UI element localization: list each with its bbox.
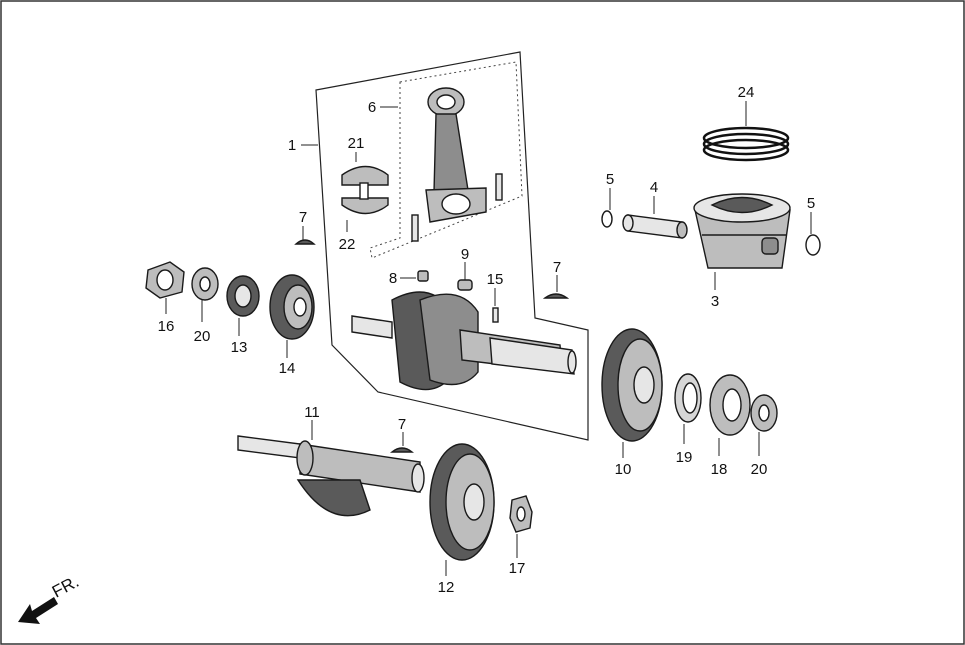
woodruff-key-1: [294, 239, 316, 245]
callout-19: 19: [676, 449, 693, 466]
callout-21: 21: [348, 135, 365, 152]
callout-22: 22: [339, 236, 356, 253]
washer-20-left: [191, 267, 219, 301]
callout-8: 8: [389, 270, 397, 287]
callout-18: 18: [711, 461, 728, 478]
gear-12: [429, 443, 495, 561]
gear-10: [601, 328, 663, 442]
callout-14: 14: [279, 360, 296, 377]
callout-24: 24: [738, 84, 755, 101]
conrod-bearing: [341, 165, 389, 215]
woodruff-key-3: [390, 447, 414, 453]
callout-20-left: 20: [194, 328, 211, 345]
callout-13: 13: [231, 339, 248, 356]
pin-15: [492, 307, 499, 323]
circlip-right: [805, 234, 821, 256]
front-arrow-icon: [18, 597, 58, 624]
gear-13: [226, 275, 260, 317]
callout-9: 9: [461, 246, 469, 263]
balancer-shaft: [237, 435, 425, 517]
piston: [693, 193, 791, 269]
callout-16: 16: [158, 318, 175, 335]
gear-14: [269, 274, 315, 340]
circlip-left: [601, 210, 613, 228]
callout-17: 17: [509, 560, 526, 577]
nut-17: [509, 495, 533, 533]
callout-6: 6: [368, 99, 376, 116]
callout-11: 11: [304, 404, 320, 421]
callout-4: 4: [650, 179, 658, 196]
woodruff-key-2: [542, 293, 570, 299]
dowel-pin-8: [417, 270, 429, 282]
crankshaft: [351, 291, 577, 391]
callout-15: 15: [487, 271, 504, 288]
callout-12: 12: [438, 579, 455, 596]
assembly-outline: [315, 51, 589, 441]
leader-lines: [165, 101, 812, 576]
washer-19: [674, 373, 702, 423]
callout-1: 1: [288, 137, 296, 154]
callout-7-right: 7: [553, 259, 561, 276]
connecting-rod: [411, 87, 503, 242]
conrod-subgroup-outline: [369, 61, 523, 259]
washer-20-right: [750, 394, 778, 432]
piston-ring-set: [702, 126, 790, 162]
callout-20-right: 20: [751, 461, 768, 478]
piston-pin: [622, 214, 688, 239]
lock-washer-18: [709, 374, 751, 436]
callout-7-lower: 7: [398, 416, 406, 433]
dowel-pin-9: [457, 279, 473, 291]
callout-3: 3: [711, 293, 719, 310]
flange-nut-16: [145, 261, 185, 299]
callout-10: 10: [615, 461, 632, 478]
callout-labels: 1 3 4 5 5 6 7 7 7 8 9 10 11 12 13 14 15 …: [158, 84, 816, 596]
callout-5-left: 5: [606, 171, 614, 188]
callout-7-upper: 7: [299, 209, 307, 226]
callout-5-right: 5: [807, 195, 815, 212]
